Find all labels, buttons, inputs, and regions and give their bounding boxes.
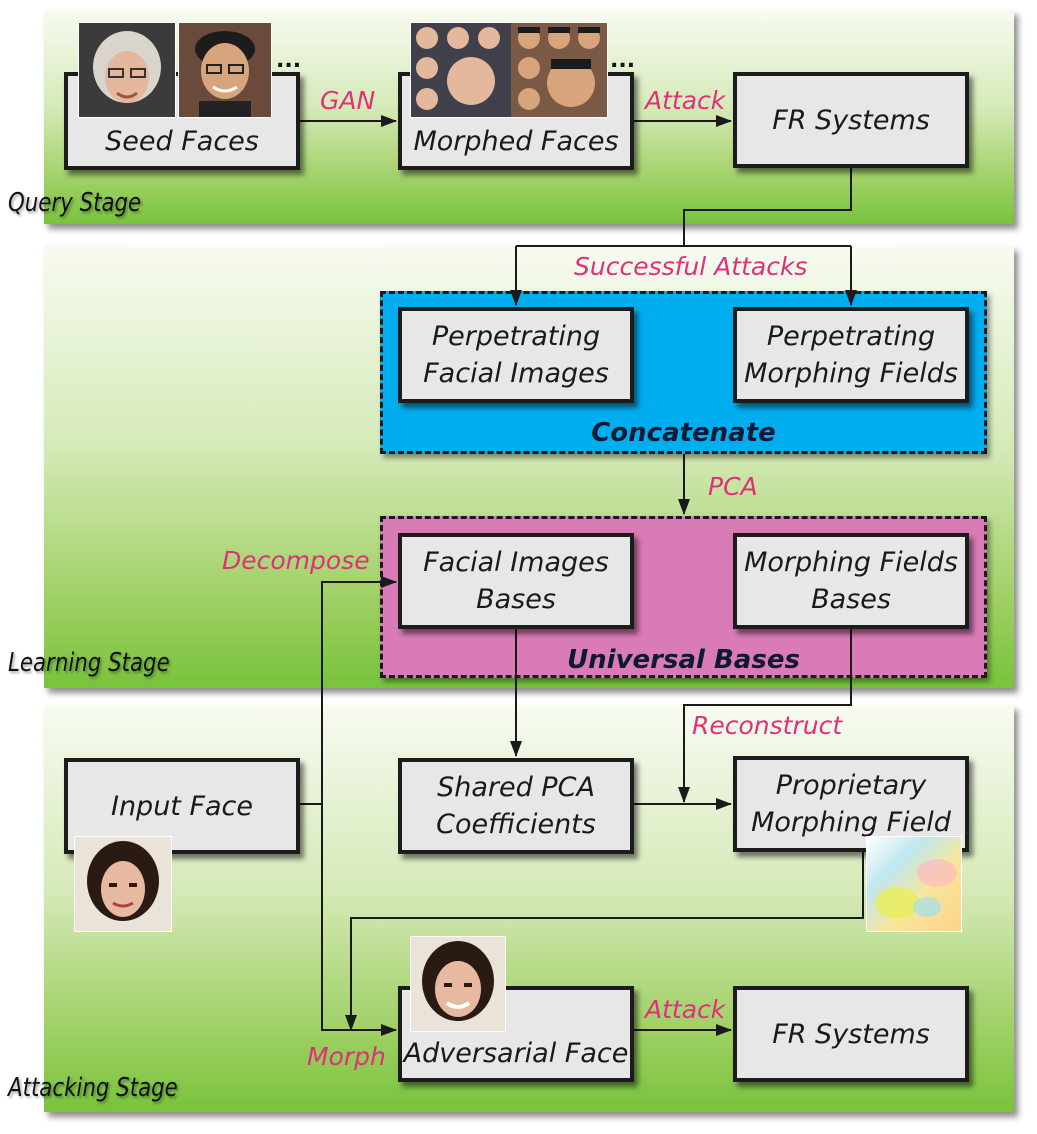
pca-label: PCA <box>708 472 758 501</box>
morphing-fields-bases-label: Morphing Fields Bases <box>744 547 958 615</box>
seed-faces-ellipsis: ... <box>276 48 302 73</box>
fr-systems-attack-label: FR Systems <box>772 1018 930 1050</box>
attack-query-label: Attack <box>645 86 726 115</box>
attack-final-label: Attack <box>645 995 726 1024</box>
morphing-fields-bases-box: Morphing Fields Bases <box>733 533 969 629</box>
arrow-morph <box>345 852 864 1031</box>
input-face-box: Input Face <box>64 758 300 854</box>
attacking-stage-label: Attacking Stage <box>8 1073 178 1103</box>
learning-stage-label: Learning Stage <box>8 648 170 678</box>
facial-images-bases-box: Facial Images Bases <box>398 533 634 629</box>
fr-systems-query-box: FR Systems <box>733 72 969 168</box>
morphed-faces-label: Morphed Faces <box>413 126 619 157</box>
proprietary-morphing-field-label: Proprietary Morphing Field <box>751 770 951 838</box>
proprietary-morphing-field-box: Proprietary Morphing Field <box>733 756 969 852</box>
reconstruct-label: Reconstruct <box>692 711 843 740</box>
morphed-faces-ellipsis: ... <box>610 48 636 73</box>
perpetrating-facial-images-label: Perpetrating Facial Images <box>423 321 609 389</box>
morphing-field-photo <box>866 836 962 932</box>
seed-faces-label: Seed Faces <box>105 126 259 157</box>
perpetrating-facial-images-box: Perpetrating Facial Images <box>398 307 634 403</box>
line-reconstruct <box>678 628 852 803</box>
arrow-to-perpetrating-facial <box>516 245 851 305</box>
line-successful-attacks <box>683 168 852 246</box>
successful-attacks-label: Successful Attacks <box>574 252 808 281</box>
fr-systems-query-label: FR Systems <box>772 104 930 136</box>
adversarial-face-label: Adversarial Face <box>403 1038 629 1069</box>
seed-face-photo-elder <box>78 22 176 118</box>
perpetrating-morphing-fields-label: Perpetrating Morphing Fields <box>744 321 958 389</box>
morphed-faces-photo-grid <box>410 22 608 118</box>
query-stage-label: Query Stage <box>8 188 142 218</box>
shared-pca-coefficients-box: Shared PCA Coefficients <box>398 758 634 854</box>
input-face-photo <box>74 836 172 932</box>
facial-images-bases-label: Facial Images Bases <box>423 547 609 615</box>
seed-face-photo-young-man <box>178 22 272 118</box>
morph-label: Morph <box>307 1042 386 1071</box>
arrow-decompose <box>300 576 397 805</box>
input-face-label: Input Face <box>110 790 254 822</box>
perpetrating-morphing-fields-box: Perpetrating Morphing Fields <box>733 307 969 403</box>
universal-bases-label: Universal Bases <box>567 645 800 675</box>
concatenate-label: Concatenate <box>591 418 776 448</box>
fr-systems-attack-box: FR Systems <box>733 986 969 1082</box>
decompose-label: Decompose <box>222 546 370 575</box>
adversarial-face-photo <box>410 936 506 1032</box>
shared-pca-coefficients-label: Shared PCA Coefficients <box>436 772 596 840</box>
gan-label: GAN <box>320 86 376 115</box>
arrow-input-to-adversarial <box>321 804 397 1036</box>
